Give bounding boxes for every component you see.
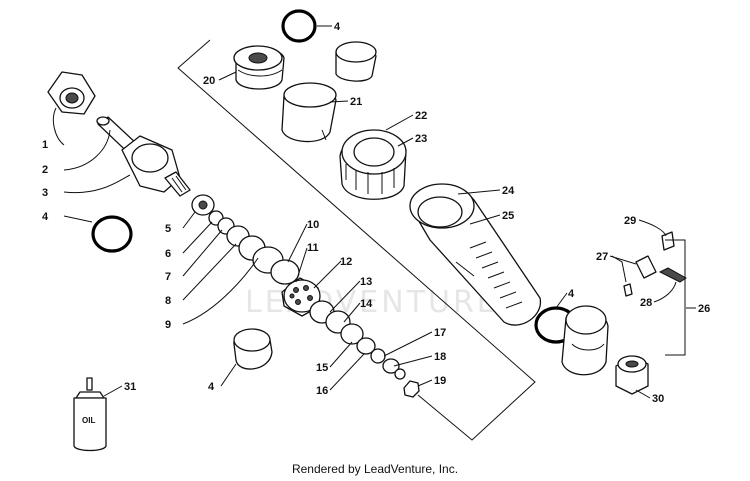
callout-23: 23 [415,133,427,145]
callout-31: 31 [124,381,136,393]
callout-21: 21 [350,96,362,108]
callout-15: 15 [316,362,328,374]
callout-4: 4 [42,211,49,223]
callout-4-lower: 4 [208,381,215,393]
part-4-ring-top [335,41,377,82]
callout-27: 27 [596,251,608,263]
part-4-ring-lower [233,328,273,370]
part-30-bushing [615,355,649,395]
washer-stack-5-9 [191,194,284,274]
credit-text: Rendered by LeadVenture, Inc. [291,462,459,476]
callout-13: 13 [360,276,372,288]
callout-8: 8 [165,295,171,307]
part-4-oring-top [281,9,317,43]
callout-19: 19 [434,375,446,387]
callout-numbers: 1 2 3 4 5 6 7 8 9 10 11 12 13 14 15 16 1… [42,21,710,405]
part-20-seal-head [233,45,285,90]
part-31-oil-bottle: OIL [73,377,107,452]
subassembly-frame [177,39,536,441]
callout-6: 6 [165,248,171,260]
oil-label: OIL [82,416,95,425]
callout-9: 9 [165,319,171,331]
part-3-body [121,135,191,197]
callout-24: 24 [502,185,515,197]
callout-5: 5 [165,223,171,235]
callout-25: 25 [502,210,514,222]
callout-17: 17 [434,327,446,339]
piston-assembly-10-14 [270,259,420,398]
part-4-oring-left [91,215,133,253]
part-27-29-valve [611,231,687,297]
part-24-25-shock-body [409,183,541,326]
callout-4-right: 4 [568,288,575,300]
callout-7: 7 [165,271,171,283]
callout-1: 1 [42,139,48,151]
callout-28: 28 [640,297,652,309]
part-21-sleeve [281,82,337,143]
callout-3: 3 [42,187,48,199]
callout-30: 30 [652,393,664,405]
part-22-23-adjuster [339,129,407,200]
part-1-bushing [47,71,96,115]
callout-20: 20 [203,75,215,87]
bracket-26 [665,239,686,356]
callout-29: 29 [624,215,636,227]
callout-4-top: 4 [334,21,341,33]
callout-22: 22 [415,110,427,122]
callout-12: 12 [340,256,352,268]
part-eye-end [561,305,609,376]
callout-2: 2 [42,164,48,176]
callout-14: 14 [360,298,373,310]
callout-16: 16 [316,385,328,397]
callout-11: 11 [307,242,319,254]
callout-18: 18 [434,351,446,363]
callout-26: 26 [698,303,710,315]
leader-lines [52,25,696,399]
callout-10: 10 [307,219,319,231]
